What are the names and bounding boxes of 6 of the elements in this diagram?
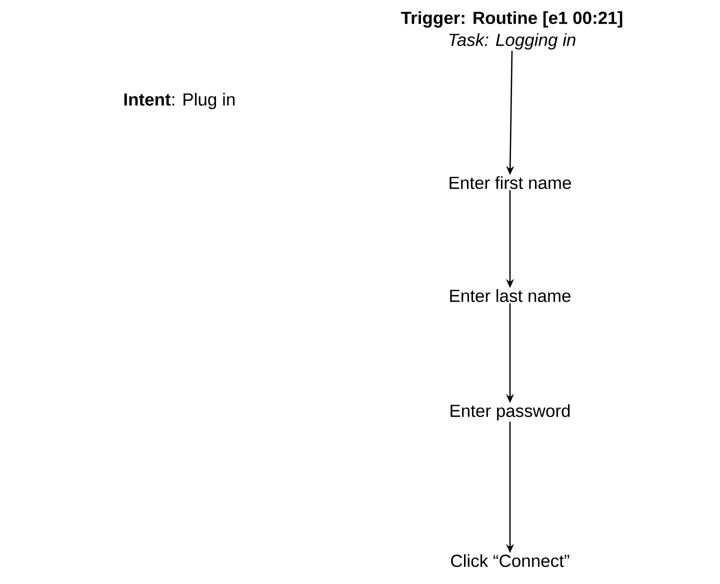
intent-text: Intent: Plug in	[124, 92, 235, 110]
step-text: Click “Connect”	[451, 554, 570, 568]
step-text: Enter last name	[450, 289, 570, 302]
step-text: Enter first name	[450, 176, 571, 190]
step-text: Enter password	[450, 404, 570, 421]
trigger-heading: Trigger: Routine [e1 00:21] Task: Logging in	[401, 11, 622, 50]
